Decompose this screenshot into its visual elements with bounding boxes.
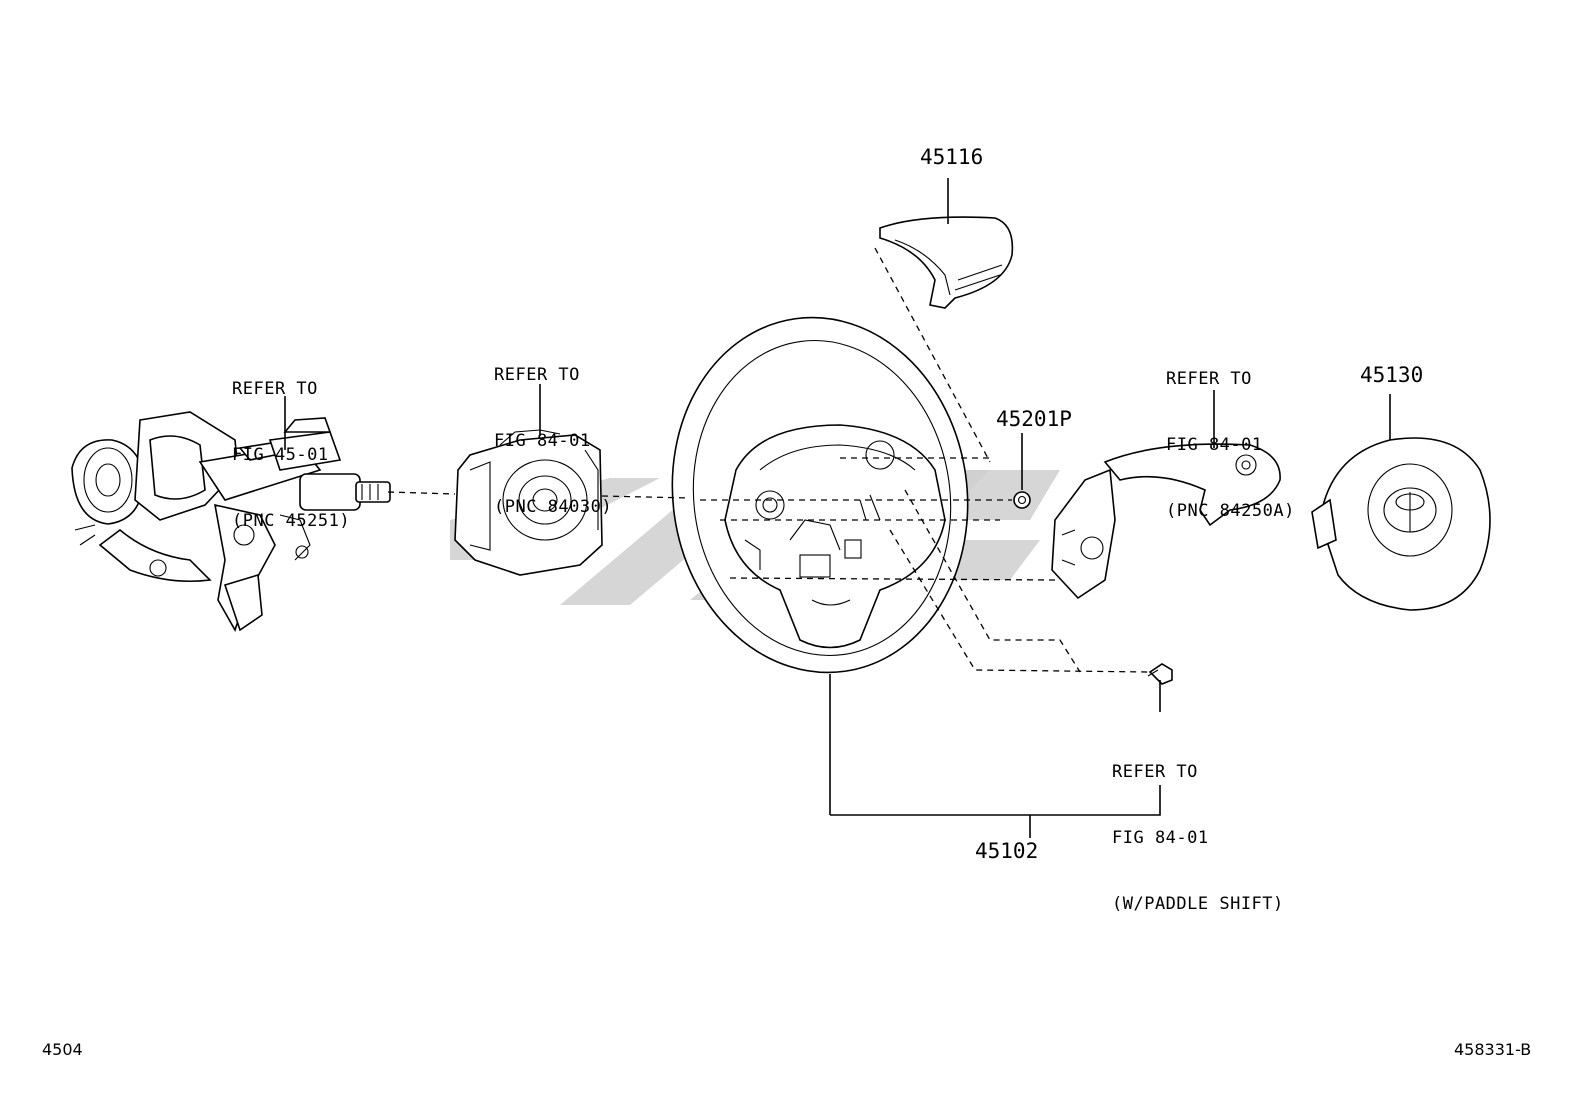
ref-line: FIG 84-01 [494,431,591,451]
ref-line: FIG 84-01 [1112,828,1209,848]
figure-code: 458331-B [1454,1040,1532,1059]
ref-line: REFER TO [232,379,318,399]
nut-drawing [1013,433,1031,509]
switch-ref-label: REFER TO FIG 84-01 (PNC 84250A) [1166,324,1295,544]
bolt-drawing [1147,663,1173,712]
paddle-shift-ref-label: REFER TO FIG 84-01 (W/PADDLE SHIFT) [1112,717,1284,937]
airbag-drawing [1311,394,1491,611]
ref-line: (W/PADDLE SHIFT) [1112,894,1284,914]
ref-line: (PNC 45251) [232,511,351,531]
wheel-assy-bracket [830,785,1161,838]
ref-line: REFER TO [1166,369,1252,389]
spiral-cable-ref-label: REFER TO FIG 84-01 (PNC 84030) [494,320,612,540]
steering-wheel-drawing [671,316,969,815]
cover-drawing [879,178,1014,309]
ref-line: (PNC 84030) [494,497,613,517]
ref-line: (PNC 84250A) [1166,501,1295,521]
part-number-airbag: 45130 [1360,363,1424,387]
ref-line: REFER TO [494,365,580,385]
assembly-lines [387,247,1151,673]
steering-column-ref-label: REFER TO FIG 45-01 (PNC 45251) [232,334,350,554]
ref-line: FIG 84-01 [1166,435,1263,455]
ref-line: FIG 45-01 [232,445,329,465]
part-number-wheel-assy: 45102 [975,839,1039,863]
steering-column-drawing [71,396,391,632]
part-number-cover: 45116 [920,145,984,169]
ref-line: REFER TO [1112,762,1198,782]
spiral-cable-drawing [454,384,603,576]
page-code: 4504 [42,1040,83,1059]
part-number-nut: 45201P [996,407,1072,431]
steering-switch-drawing [1051,390,1281,600]
